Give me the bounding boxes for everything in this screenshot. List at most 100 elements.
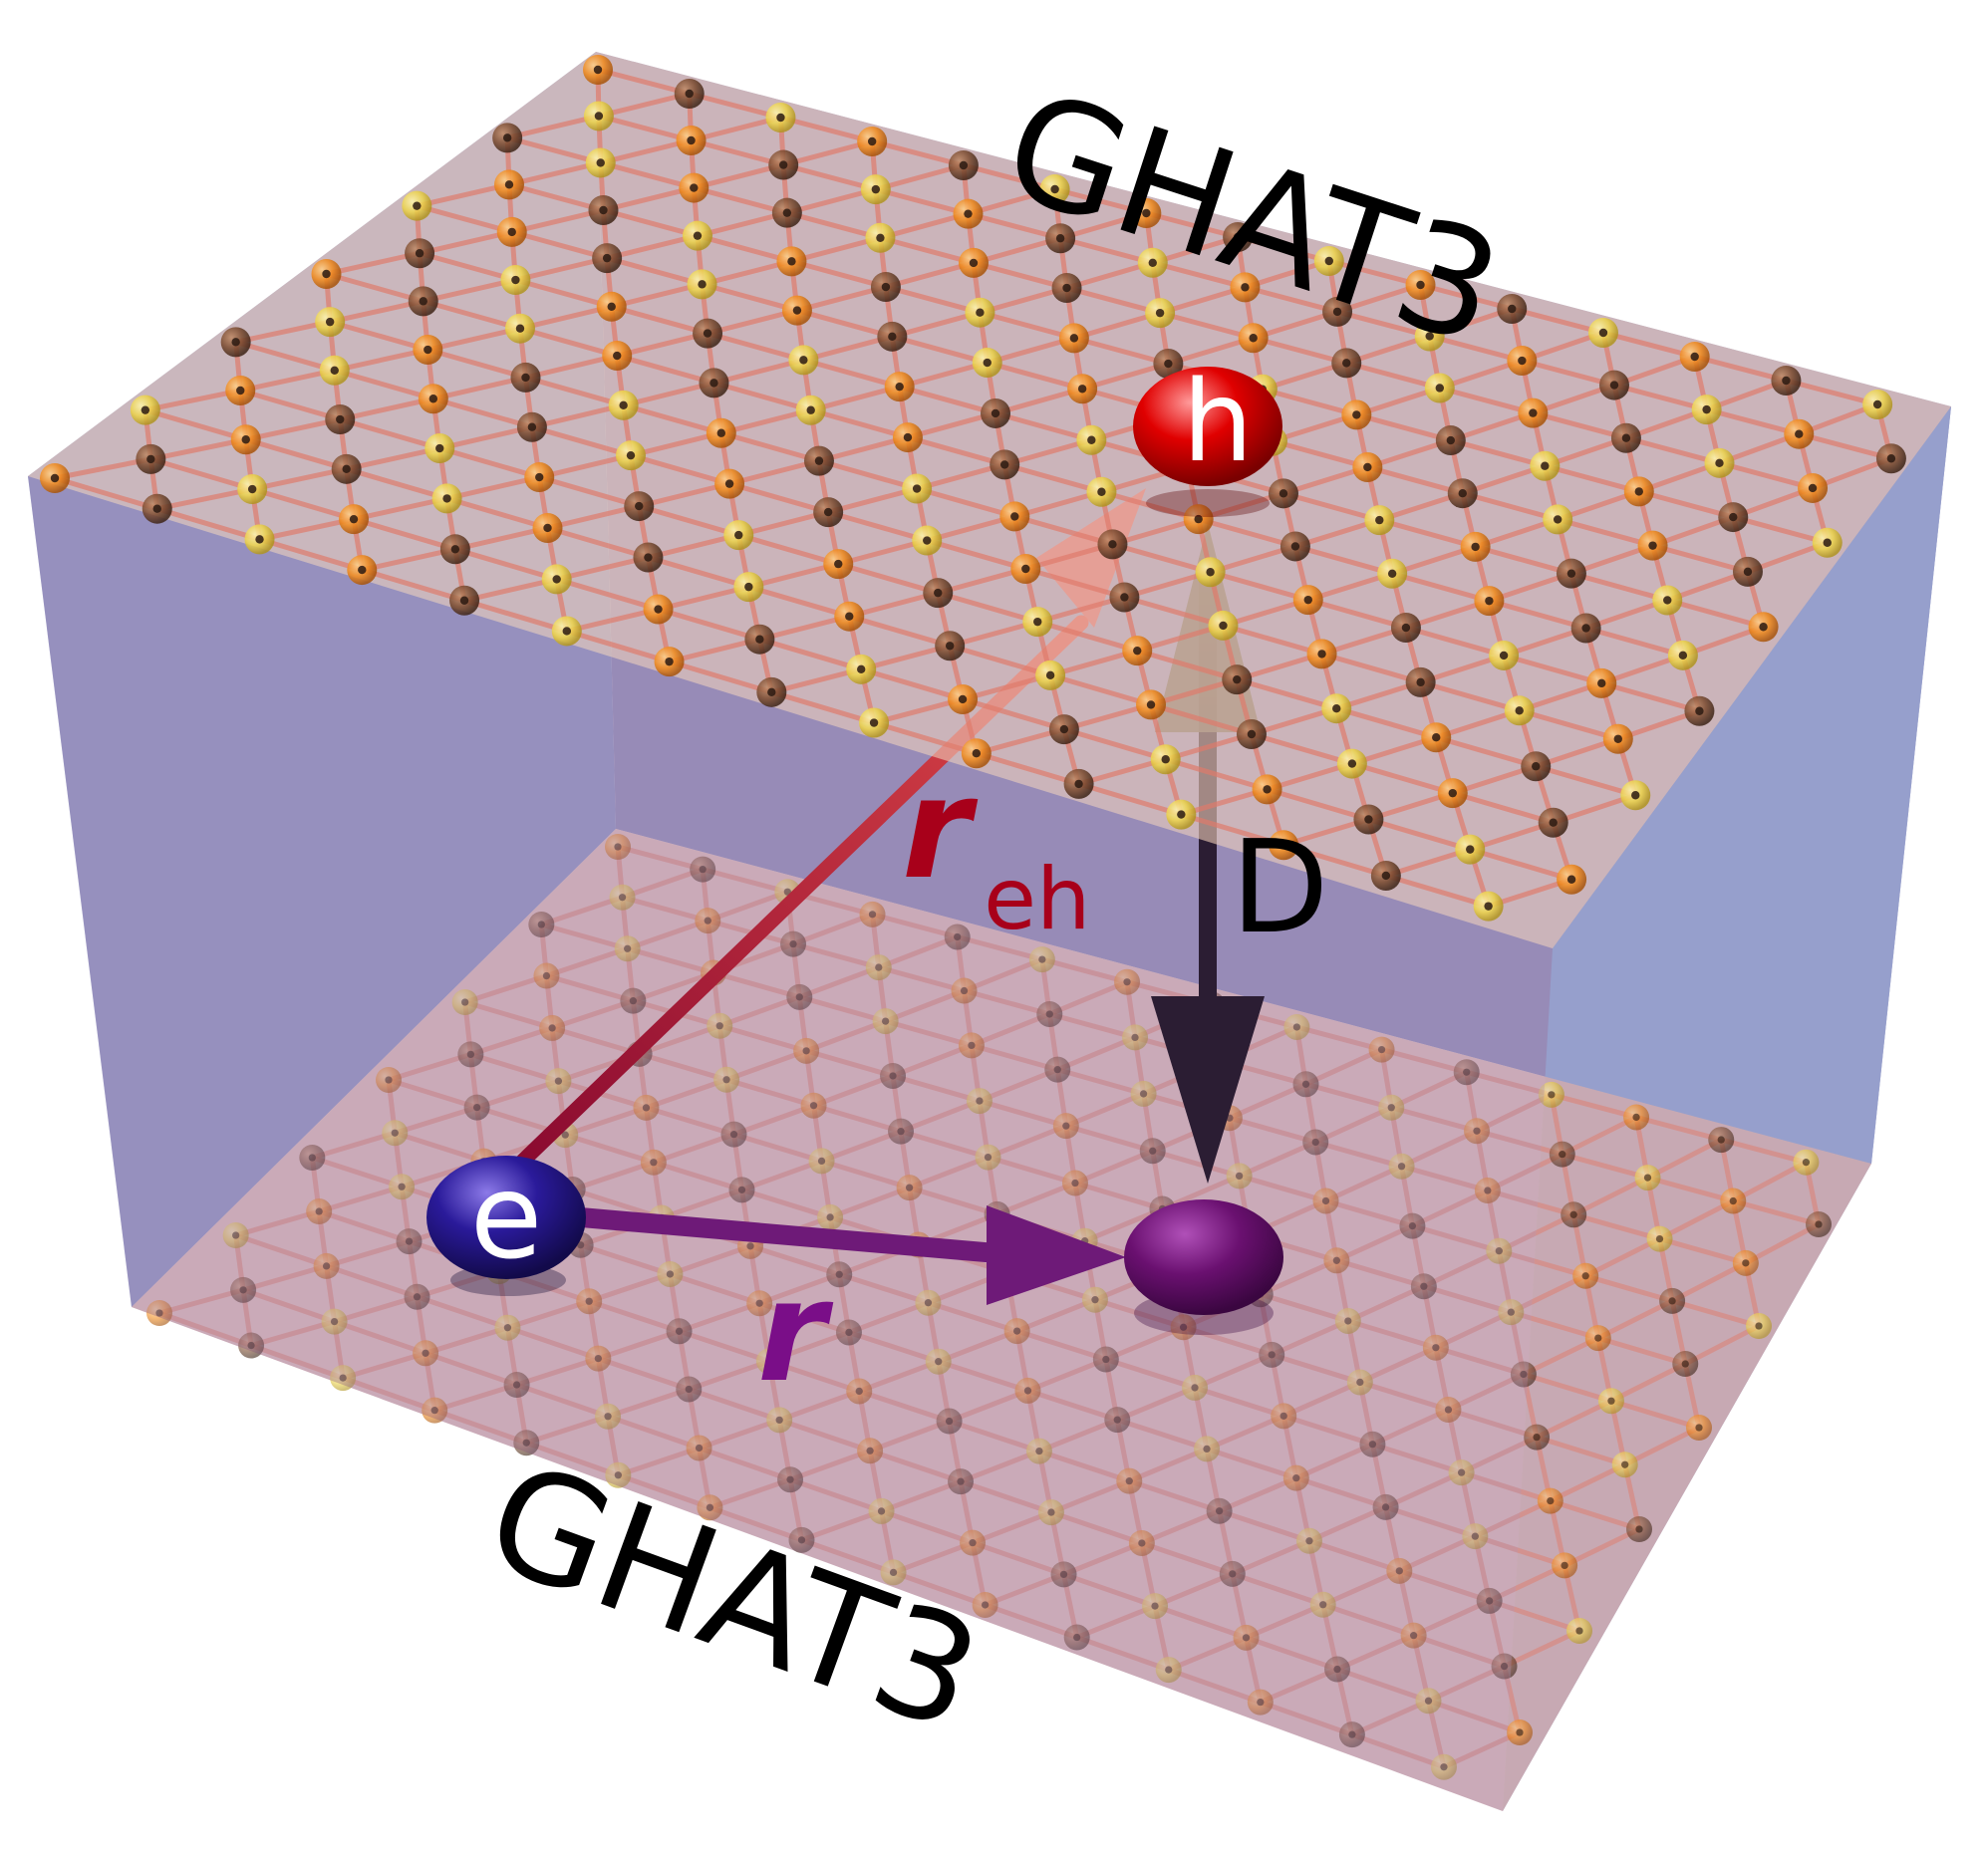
lattice-bond	[1487, 1188, 1574, 1217]
atom-core	[1632, 1113, 1640, 1122]
atom-core	[826, 1213, 834, 1221]
lattice-bond	[1390, 1105, 1478, 1134]
lattice-bond	[1744, 1221, 1821, 1266]
lattice-bond	[607, 1414, 701, 1451]
atom-core	[1073, 1633, 1081, 1642]
lattice-bond	[1366, 464, 1464, 496]
atom-core	[1631, 791, 1640, 800]
lattice-bond	[885, 284, 982, 316]
lattice-bond	[1075, 1603, 1156, 1640]
atom-core	[241, 435, 250, 444]
atom-core	[1317, 650, 1326, 659]
atom-core	[522, 1439, 530, 1447]
lattice-bond	[1253, 335, 1347, 366]
atom-core	[1012, 1327, 1021, 1335]
atom-core	[1532, 762, 1541, 771]
atom-core	[619, 400, 628, 410]
atom-core	[349, 514, 359, 524]
lattice-bond	[1036, 595, 1126, 625]
lattice-bond	[1384, 1504, 1477, 1539]
atom-core	[905, 1184, 914, 1191]
lattice-bond	[597, 1328, 681, 1361]
lattice-bond	[1732, 514, 1829, 546]
lattice-bond	[973, 235, 1061, 266]
atom-core	[934, 588, 943, 598]
atom-core	[704, 917, 711, 925]
lattice-bond	[1411, 1223, 1501, 1254]
lattice-bond	[962, 672, 1051, 702]
lattice-bond	[426, 326, 521, 353]
atom-core	[1381, 871, 1391, 881]
atom-core	[1023, 1387, 1032, 1395]
lattice-bond	[311, 1155, 403, 1189]
atom-core	[786, 1475, 794, 1483]
lattice-bond	[1236, 676, 1337, 711]
atom-core	[602, 253, 612, 263]
atom-core	[1133, 646, 1142, 656]
lattice-bond	[907, 410, 996, 440]
lattice-bond	[345, 466, 448, 501]
atom-core	[504, 180, 514, 189]
atom-core	[976, 308, 985, 317]
lattice-bond	[1371, 1407, 1450, 1448]
lattice-bond	[1562, 1152, 1649, 1181]
lattice-bond	[514, 255, 608, 283]
atom-core	[1702, 404, 1711, 414]
lattice-bond	[1422, 1248, 1501, 1289]
lattice-bond	[810, 407, 909, 440]
atom-core	[889, 1568, 898, 1577]
lattice-bond	[251, 486, 355, 522]
lattice-bond	[987, 1155, 1076, 1186]
lattice-bond	[245, 416, 341, 442]
lattice-bond	[1705, 406, 1800, 437]
atom-core	[734, 530, 743, 540]
atom-core	[1038, 955, 1046, 963]
lattice-bond	[778, 1418, 871, 1454]
lattice-bond	[1228, 1082, 1307, 1121]
atom-core	[706, 1503, 714, 1511]
atom-core	[817, 1157, 826, 1166]
atom-core	[954, 932, 962, 941]
atom-core	[1663, 596, 1672, 605]
atom-core	[405, 1237, 414, 1245]
lattice-bond	[979, 1098, 1067, 1129]
lattice-bond	[786, 186, 877, 216]
lattice-bond	[1128, 1447, 1208, 1483]
atom-core	[957, 1477, 965, 1485]
atom-core	[1471, 542, 1480, 552]
lattice-bond	[524, 375, 625, 408]
lattice-bond	[1367, 817, 1471, 853]
lattice-bond	[1549, 1461, 1626, 1503]
lattice-bond	[875, 186, 970, 217]
lattice-bond	[1262, 387, 1357, 417]
lattice-bond	[984, 1572, 1065, 1608]
lattice-bond	[1625, 435, 1721, 466]
atom-core	[442, 494, 451, 503]
lattice-bond	[1447, 1372, 1525, 1413]
lattice-bond	[725, 1077, 815, 1109]
lattice-bond	[900, 1098, 981, 1134]
atom-core	[1507, 1308, 1515, 1316]
lattice-bond	[709, 1476, 791, 1510]
lattice-bond	[1038, 1449, 1131, 1484]
atom-core	[1416, 280, 1425, 290]
lattice-bond	[506, 1298, 590, 1331]
atom-core	[1743, 567, 1753, 577]
lattice-bond	[638, 1023, 721, 1057]
lattice-bond	[1613, 383, 1708, 412]
lattice-bond	[689, 91, 782, 121]
lattice-bond	[630, 430, 722, 458]
lattice-bond	[1064, 1091, 1145, 1129]
lattice-bond	[598, 114, 693, 143]
lattice-bond	[545, 973, 635, 1004]
lattice-bond	[869, 1419, 951, 1454]
lattice-bond	[1434, 1309, 1513, 1350]
lattice-bond	[1584, 1273, 1673, 1304]
lattice-bond	[1371, 1442, 1463, 1475]
lattice-bond	[1732, 1160, 1808, 1203]
lattice-bond	[805, 1048, 894, 1079]
atom-core	[775, 1416, 783, 1425]
atom-core	[1164, 359, 1173, 369]
atom-core	[964, 209, 973, 218]
lattice-bond	[235, 319, 331, 345]
